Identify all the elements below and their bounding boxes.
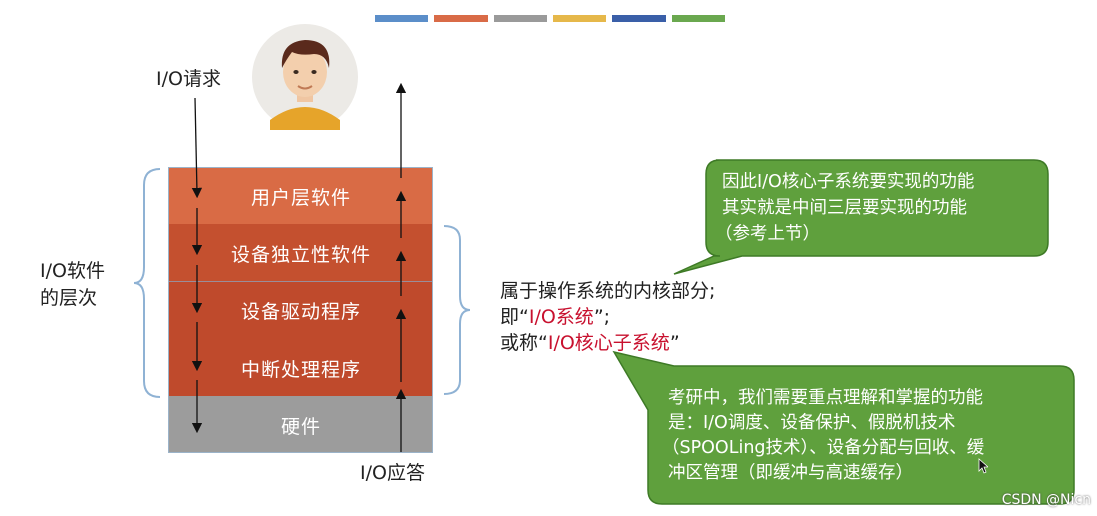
csdn-watermark: CSDN @Nicn xyxy=(1001,492,1091,508)
bubble-bottom-line3: （SPOOLing技术）、设备分配与回收、缓 xyxy=(662,438,985,458)
kernel-note-line3-prefix: 或称“ xyxy=(500,332,548,354)
io-core-subsystem-highlight: I/O核心子系统 xyxy=(547,332,670,354)
layer-4: 中断处理程序 xyxy=(169,338,433,396)
kernel-note-line3: 或称“I/O核心子系统” xyxy=(500,328,680,355)
layer-3: 设备驱动程序 xyxy=(169,281,433,338)
person-avatar-icon xyxy=(252,24,358,130)
top-color-stripe xyxy=(612,15,666,22)
down-arrows xyxy=(191,97,203,434)
kernel-note-line1: 属于操作系统的内核部分; xyxy=(500,280,716,302)
io-response-label: I/O应答 xyxy=(360,462,425,484)
top-color-stripe xyxy=(671,15,725,22)
kernel-note-line2: 即“I/O系统”; xyxy=(500,302,610,329)
bubble-top-line1: 因此I/O核心子系统要实现的功能 xyxy=(722,172,975,192)
io-system-highlight: I/O系统 xyxy=(528,306,594,328)
bubble-bottom-line1: 考研中，我们需要重点理解和掌握的功能 xyxy=(668,388,983,408)
layer-label: 中断处理程序 xyxy=(240,358,361,381)
kernel-note-line2-suffix: ”; xyxy=(593,306,611,328)
right-brace xyxy=(443,225,471,395)
layer-stack-border xyxy=(168,167,433,453)
layer-label: 设备独立性软件 xyxy=(230,244,371,266)
layer-1: 用户层软件 xyxy=(169,167,433,224)
bubble-top-line3: （参考上节） xyxy=(715,224,820,244)
left-brace xyxy=(133,168,160,398)
top-color-stripe xyxy=(493,15,547,22)
down-arrow-1 xyxy=(191,97,203,199)
io-request-label: I/O请求 xyxy=(156,68,221,90)
mouse-cursor-icon xyxy=(978,458,988,474)
top-color-bar xyxy=(375,15,725,22)
top-color-stripe xyxy=(375,15,429,22)
speech-bubble-bottom xyxy=(612,350,1075,505)
kernel-note-line3-suffix: ” xyxy=(669,332,680,354)
top-color-stripe xyxy=(552,15,607,22)
speech-bubble-top xyxy=(673,159,1049,275)
layer-divider xyxy=(169,281,433,282)
layer-label: 设备驱动程序 xyxy=(240,301,361,323)
top-color-stripe xyxy=(434,15,488,22)
io-software-levels-label-line2: 的层次 xyxy=(40,287,98,309)
bubble-top-line2: 其实就是中间三层要实现的功能 xyxy=(722,198,967,218)
bubble-bottom-line4: 冲区管理（即缓冲与高速缓存） xyxy=(668,463,913,483)
bubble-bottom-line2: 是：I/O调度、设备保护、假脱机技术 xyxy=(668,413,956,433)
io-software-levels-label-line1: I/O软件 xyxy=(40,260,105,282)
layer-5: 硬件 xyxy=(169,396,433,453)
layer-label: 硬件 xyxy=(280,416,321,438)
layer-label: 用户层软件 xyxy=(250,187,351,209)
layer-2: 设备独立性软件 xyxy=(169,224,433,281)
kernel-note-line2-prefix: 即“ xyxy=(500,306,529,328)
